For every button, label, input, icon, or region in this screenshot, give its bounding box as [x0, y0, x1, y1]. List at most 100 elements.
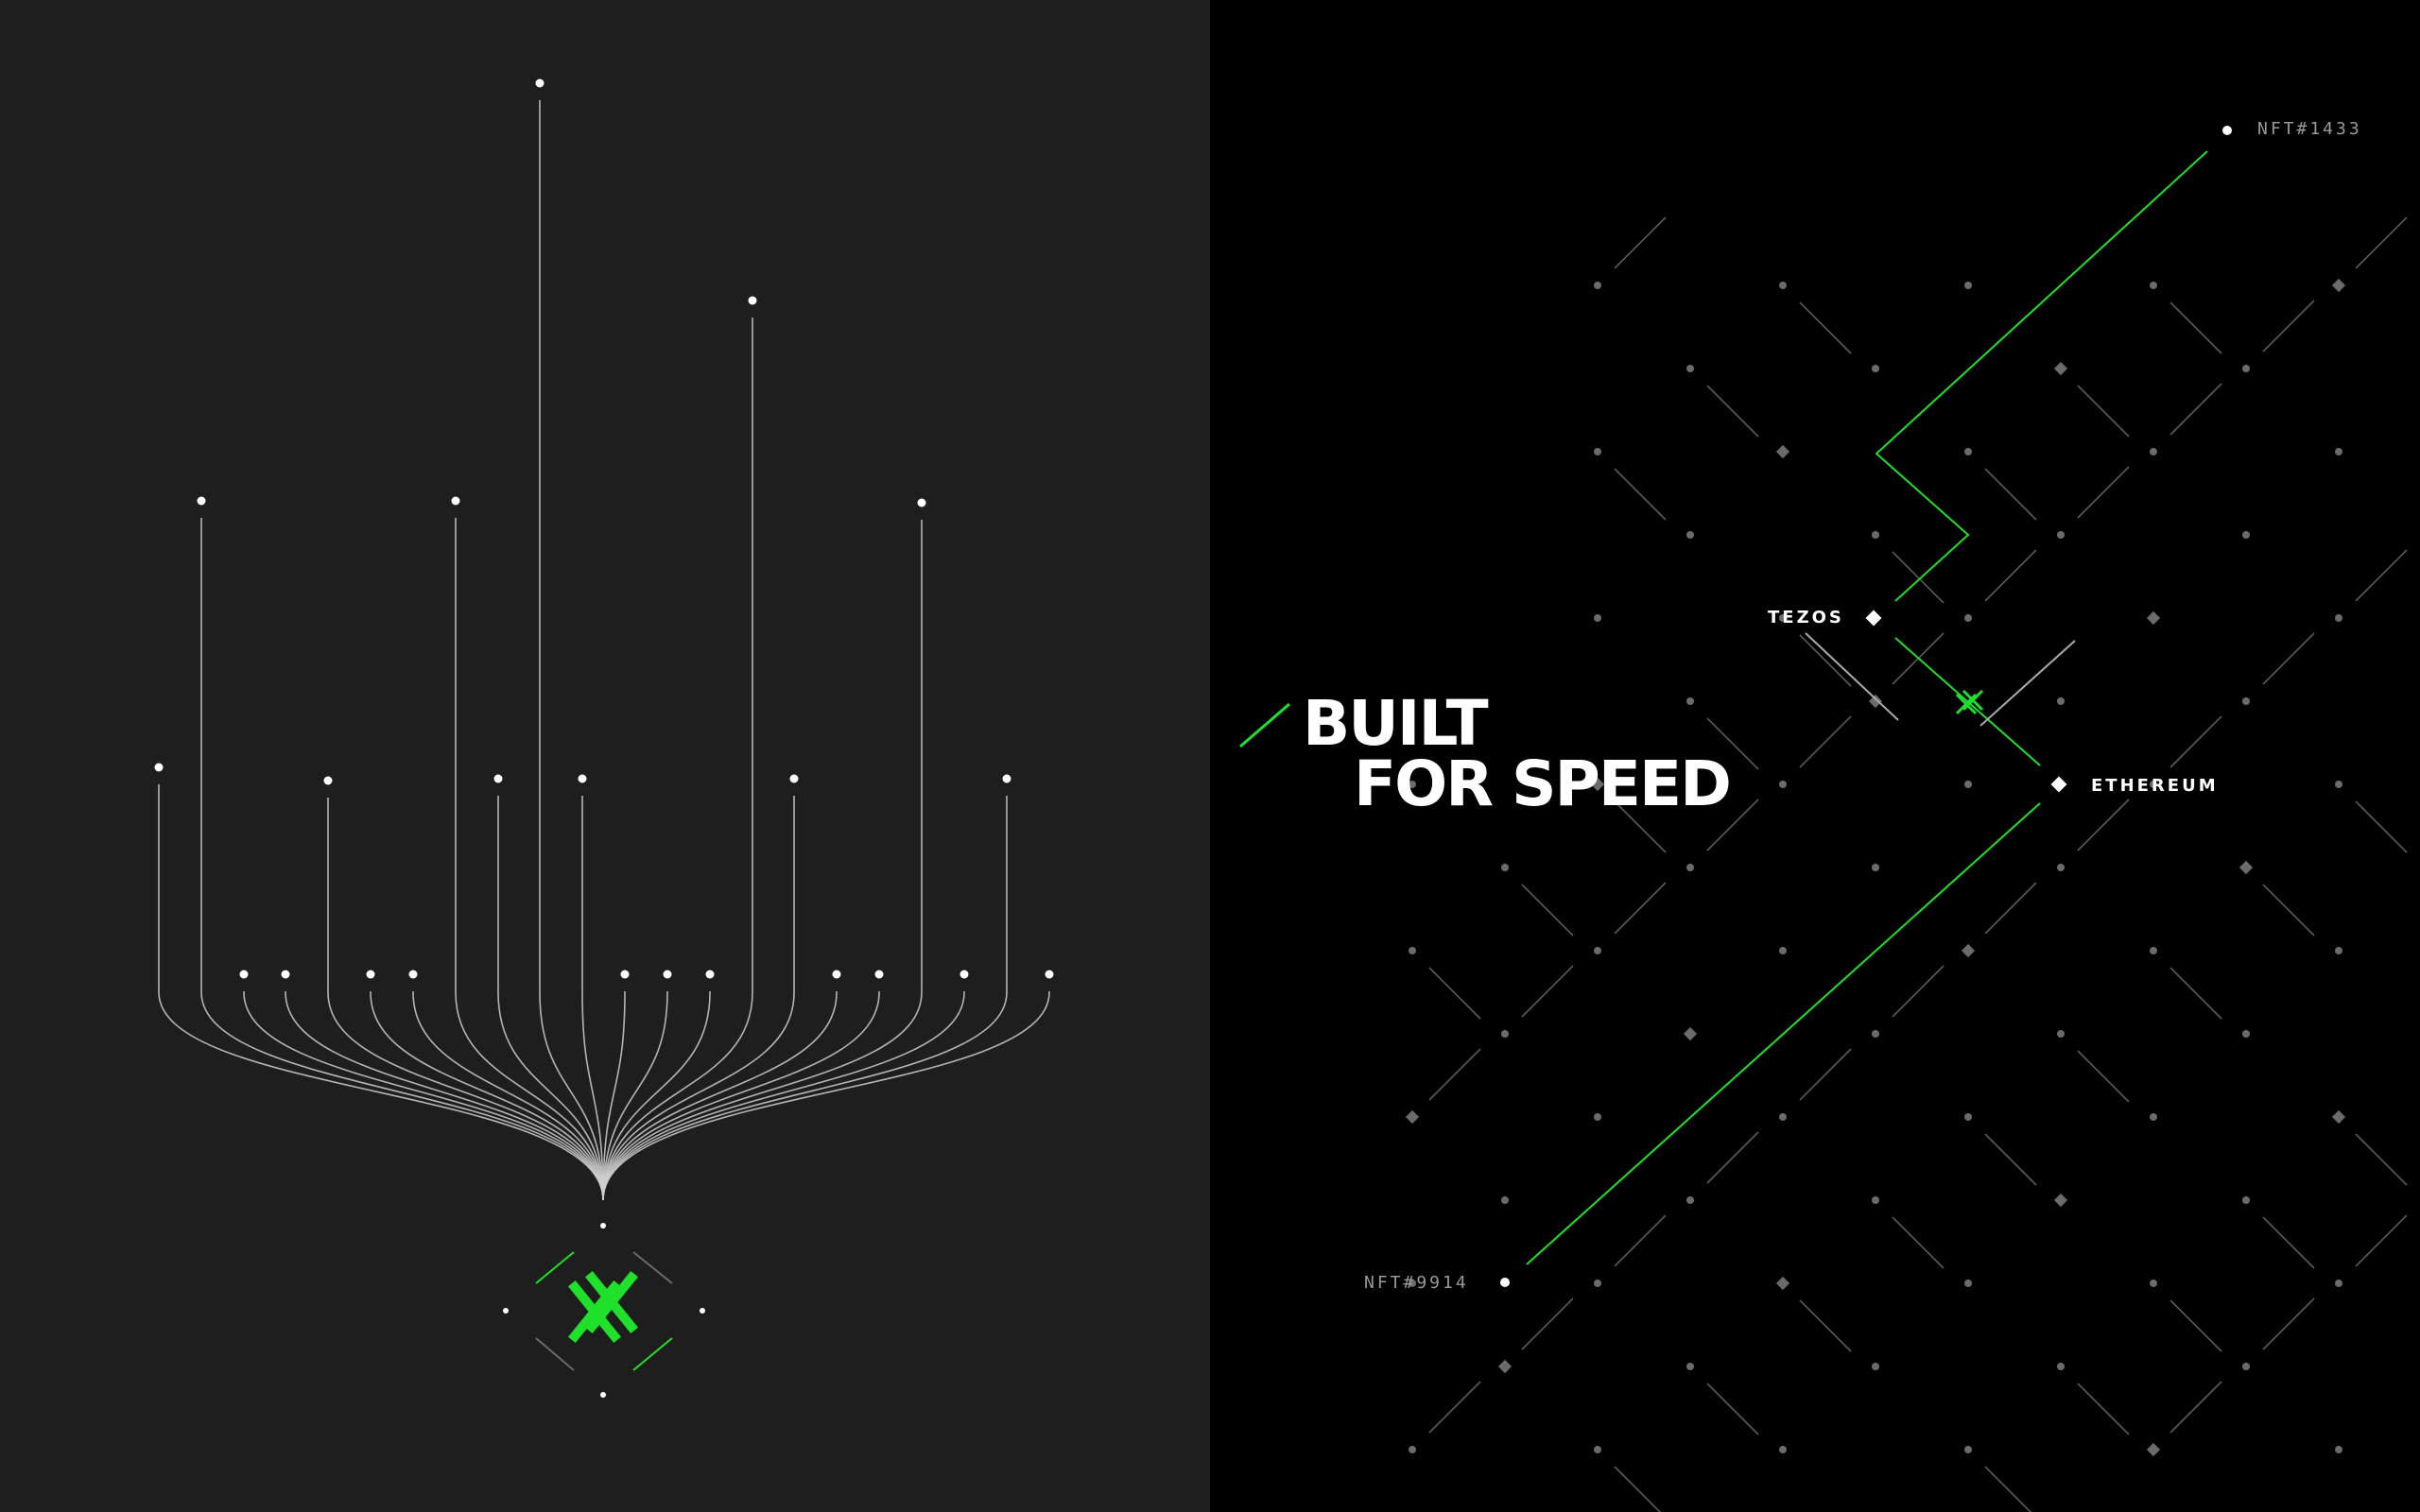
grid-diamond — [2331, 1109, 2346, 1125]
branch-line — [455, 518, 604, 1201]
grid-dot — [1872, 531, 1879, 539]
grid-dot — [2242, 1030, 2250, 1038]
grid-dot — [1594, 1280, 1601, 1287]
grid-diamond — [1775, 444, 1790, 459]
grid-dot — [2242, 1196, 2250, 1204]
grid-dot — [1964, 1280, 1972, 1287]
grid-dot — [2057, 531, 2065, 539]
grid-dot — [1872, 365, 1879, 372]
grid-line — [2077, 1383, 2130, 1435]
grid-dot — [2242, 365, 2250, 372]
grid-line — [1706, 717, 1759, 770]
grid-dot — [2335, 1280, 2342, 1287]
branch-line — [602, 318, 753, 1201]
grid-dot — [1779, 1446, 1787, 1453]
grid-line — [1706, 1383, 1759, 1435]
grid-dot — [1779, 781, 1787, 788]
branch-line — [581, 796, 604, 1201]
grid-line — [1706, 1131, 1759, 1184]
grid-line — [2355, 216, 2408, 269]
grid-line — [1984, 882, 2037, 935]
grid-dot — [1779, 1113, 1787, 1121]
grid-diamond — [1497, 1359, 1512, 1374]
tezos-label: TEZOS — [1768, 608, 1844, 627]
grid-dot — [2150, 1280, 2157, 1287]
grid-line — [1521, 884, 1574, 936]
grid-dot — [1594, 448, 1601, 455]
branch-line — [539, 100, 604, 1201]
branch-node — [705, 970, 715, 979]
nft-label-bottom: NFT#9914 — [1364, 1273, 1469, 1293]
branch-node — [789, 774, 799, 783]
logo-stroke — [1955, 693, 1978, 715]
branch-node — [1002, 774, 1011, 783]
grid-line — [2262, 632, 2315, 685]
grid-diamond — [2053, 1193, 2068, 1208]
branch-line — [158, 784, 604, 1201]
grid-line — [2355, 800, 2408, 853]
logo-node — [600, 1223, 606, 1228]
branch-node — [1045, 970, 1054, 979]
grid-dot — [2057, 1363, 2065, 1370]
grid-line — [1984, 468, 2037, 521]
grid-dot — [2150, 781, 2157, 788]
nft-node-bottom — [1500, 1278, 1510, 1287]
branch-node — [959, 970, 969, 979]
branch-line — [602, 796, 1008, 1201]
grid-dot — [2335, 614, 2342, 622]
grid-line — [1892, 551, 1945, 604]
headline-accent-line — [1239, 702, 1290, 748]
grid-dot — [1686, 697, 1694, 705]
grid-diamond — [1868, 694, 1883, 709]
branch-node — [493, 774, 503, 783]
grid-line — [2355, 1214, 2408, 1267]
grid-diamond — [1775, 1276, 1790, 1291]
grid-dot — [2150, 947, 2157, 954]
grid-dot — [1964, 282, 1972, 289]
tezos-node — [1865, 610, 1882, 627]
grid-line — [1614, 216, 1667, 269]
branch-line — [327, 798, 604, 1201]
frame-line-accent — [632, 1337, 673, 1371]
grid-line — [2262, 1216, 2315, 1269]
grid-line — [2262, 300, 2315, 352]
branch-line — [602, 991, 1050, 1201]
grid-line — [1614, 882, 1667, 935]
hashtag-logo-icon — [567, 1270, 639, 1344]
branch-line — [200, 518, 604, 1201]
branch-node — [663, 970, 672, 979]
grid-dot — [2335, 448, 2342, 455]
grid-line — [2169, 1299, 2222, 1352]
grid-dot — [1409, 781, 1416, 788]
grid-line — [1892, 1216, 1945, 1269]
grid-line — [1706, 385, 1759, 438]
grid-diamond — [1405, 1109, 1420, 1125]
grid-line — [2169, 383, 2222, 436]
branch-line — [602, 991, 838, 1201]
grid-dot — [2242, 697, 2250, 705]
branch-line — [602, 991, 965, 1201]
frame-line-accent — [535, 1251, 575, 1284]
grid-dot — [1409, 1280, 1416, 1287]
branch-node — [239, 970, 249, 979]
grid-line — [1614, 800, 1667, 853]
branch-node — [748, 296, 757, 305]
connection-path-bottom — [1526, 802, 2041, 1265]
grid-dot — [2242, 1363, 2250, 1370]
grid-line — [2355, 549, 2408, 602]
branch-node — [281, 970, 290, 979]
grid-dot — [1964, 1113, 1972, 1121]
grid-dot — [1779, 282, 1787, 289]
grid-dot — [2242, 531, 2250, 539]
logo-stroke — [1962, 689, 1984, 712]
branch-line — [412, 991, 604, 1201]
grid-dot — [1686, 531, 1694, 539]
headline-line-1: BUILT — [1303, 687, 1489, 760]
grid-line — [2077, 1050, 2130, 1103]
grid-dot — [2057, 697, 2065, 705]
grid-dot — [1872, 864, 1879, 871]
grid-dot — [2335, 947, 2342, 954]
branch-node — [832, 970, 841, 979]
branch-line — [602, 991, 711, 1201]
branch-node — [408, 970, 418, 979]
